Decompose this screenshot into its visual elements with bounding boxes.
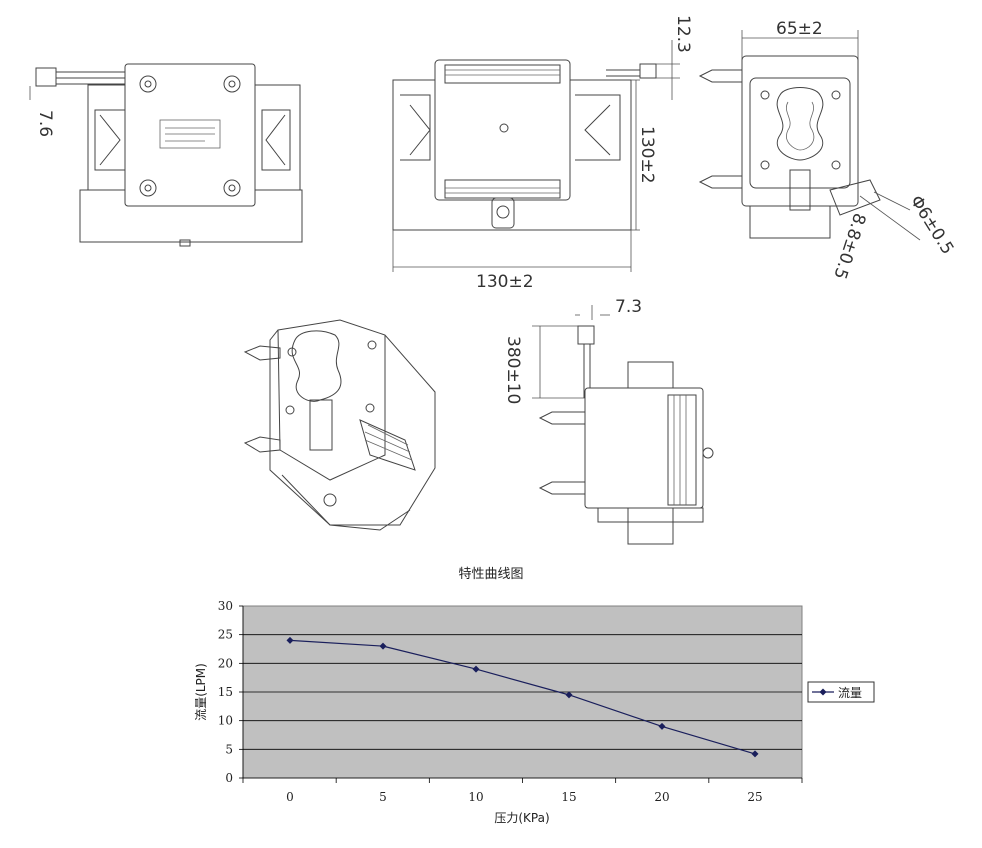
dim-depth-65: 65±2 [776,19,823,39]
chart-title: 特性曲线图 [458,567,524,582]
x-tick-label-25: 25 [747,790,762,804]
dim-width-130: 130±2 [476,272,534,292]
grid-lines [243,634,802,750]
y-tick-label-20: 20 [218,656,233,670]
y-tick-label-0: 0 [225,771,233,785]
end-view-drawing: 7.3 380±10 [503,297,714,545]
data-point-25 [751,750,759,758]
y-tick-label-25: 25 [218,628,233,642]
x-tick-label-15: 15 [561,790,576,804]
data-point-15 [565,691,573,699]
y-tick-label-5: 5 [225,742,233,756]
legend-marker [819,688,827,696]
data-point-5 [379,642,387,650]
y-tick-label-15: 15 [218,685,233,699]
data-point-20 [658,722,666,730]
x-tick-label-10: 10 [468,790,483,804]
data-point-0 [286,636,294,644]
dim-tube-diameter: Φ6±0.5 [906,192,958,258]
dim-connector-height: 7.6 [35,110,55,137]
dim-height-130: 130±2 [637,126,657,184]
top-view-drawing: 12.3 130±2 130±2 [392,15,693,292]
legend-label: 流量 [838,686,862,700]
series-flow [286,636,759,758]
y-tick-label-30: 30 [218,599,233,613]
x-axis-ticks: 0 5 10 15 20 25 [242,778,803,804]
dim-cable-width: 7.3 [615,297,642,317]
side-view-drawing: 65±2 Φ6±0.5 8.8±0.5 [698,19,958,282]
x-tick-label-0: 0 [286,790,294,804]
dim-tube-outer: 8.8±0.5 [829,210,869,281]
isometric-view-drawing [243,319,436,531]
x-tick-label-5: 5 [379,790,387,804]
data-point-10 [472,665,480,673]
front-view-drawing: 7.6 [29,63,303,247]
legend: 流量 [807,681,875,703]
legend-box [807,681,875,703]
x-axis-label: 压力(KPa) [494,811,549,825]
y-tick-label-10: 10 [218,714,233,728]
pump-technical-drawings: 7.6 12.3 130±2 130±2 [29,15,958,545]
x-tick-label-20: 20 [654,790,669,804]
y-axis-label: 流量(LPM) [194,663,208,721]
dim-cable-length: 380±10 [503,336,523,404]
series-line-0 [289,639,756,755]
dim-connector-offset: 12.3 [673,15,693,53]
